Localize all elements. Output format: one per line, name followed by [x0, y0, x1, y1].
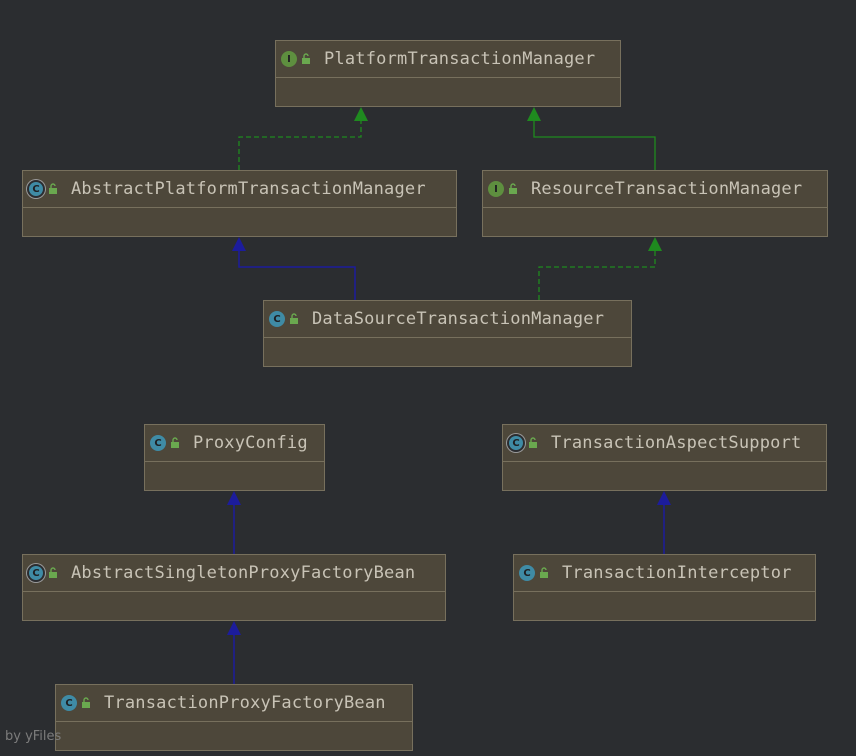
watermark: by yFiles	[5, 729, 62, 744]
class-name: DataSourceTransactionManager	[312, 309, 605, 329]
abstract-class-icon: C	[29, 566, 43, 580]
arrowhead-tpfb-aspfb	[227, 621, 241, 635]
public-access-icon	[47, 567, 59, 579]
public-access-icon	[527, 437, 539, 449]
class-icon: C	[269, 311, 285, 327]
node-abstract-platform-transaction-manager[interactable]: C AbstractPlatformTransactionManager	[22, 170, 457, 237]
arrowhead-dstm-rtm	[648, 237, 662, 251]
node-proxy-config[interactable]: C ProxyConfig	[144, 424, 325, 491]
arrowhead-aspfb-pc	[227, 491, 241, 505]
edge-aptm-implements-ptm	[238, 110, 362, 170]
class-name: AbstractSingletonProxyFactoryBean	[71, 563, 416, 583]
node-transaction-aspect-support[interactable]: C TransactionAspectSupport	[502, 424, 827, 491]
abstract-class-icon: C	[29, 182, 43, 196]
class-name: TransactionProxyFactoryBean	[104, 693, 386, 713]
node-transaction-proxy-factory-bean[interactable]: C TransactionProxyFactoryBean	[55, 684, 413, 751]
interface-icon: I	[488, 181, 504, 197]
node-resource-transaction-manager[interactable]: I ResourceTransactionManager	[482, 170, 828, 237]
public-access-icon	[288, 313, 300, 325]
class-name: TransactionAspectSupport	[551, 433, 802, 453]
class-icon: C	[61, 695, 77, 711]
class-name: ResourceTransactionManager	[531, 179, 803, 199]
public-access-icon	[47, 183, 59, 195]
class-name: ProxyConfig	[193, 433, 308, 453]
public-access-icon	[80, 697, 92, 709]
arrowhead-rtm-ptm	[527, 107, 541, 121]
class-name: AbstractPlatformTransactionManager	[71, 179, 426, 199]
edge-dstm-implements-rtm	[538, 240, 656, 300]
public-access-icon	[507, 183, 519, 195]
node-abstract-singleton-proxy-factory-bean[interactable]: C AbstractSingletonProxyFactoryBean	[22, 554, 446, 621]
arrowhead-aptm-ptm	[354, 107, 368, 121]
node-transaction-interceptor[interactable]: C TransactionInterceptor	[513, 554, 816, 621]
arrowhead-dstm-aptm	[232, 237, 246, 251]
arrowhead-ti-tas	[657, 491, 671, 505]
public-access-icon	[300, 53, 312, 65]
interface-icon: I	[281, 51, 297, 67]
class-icon: C	[150, 435, 166, 451]
class-name: TransactionInterceptor	[562, 563, 792, 583]
public-access-icon	[538, 567, 550, 579]
node-datasource-transaction-manager[interactable]: C DataSourceTransactionManager	[263, 300, 632, 367]
class-icon: C	[519, 565, 535, 581]
abstract-class-icon: C	[509, 436, 523, 450]
edge-rtm-extends-ptm	[533, 110, 656, 170]
class-name: PlatformTransactionManager	[324, 49, 596, 69]
node-platform-transaction-manager[interactable]: I PlatformTransactionManager	[275, 40, 621, 107]
edge-dstm-extends-aptm	[238, 240, 356, 300]
public-access-icon	[169, 437, 181, 449]
